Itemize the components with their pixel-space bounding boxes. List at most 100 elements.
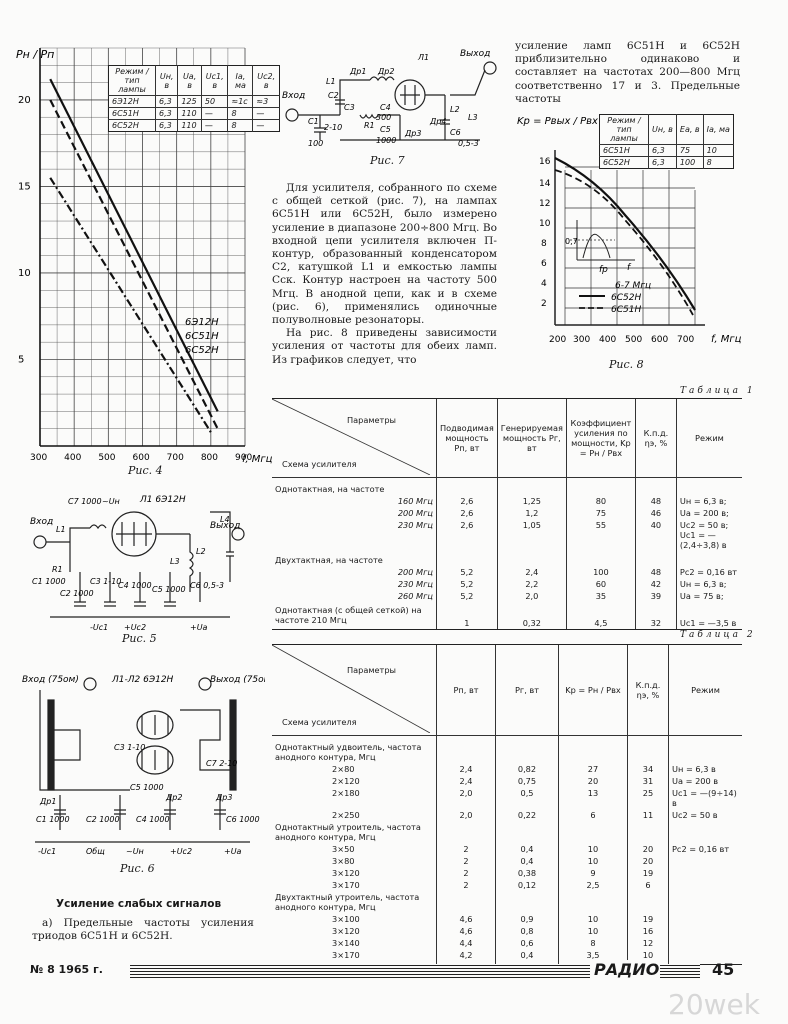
cell: 48 (634, 494, 677, 507)
fig6-label-uc2: +Uс2 (170, 847, 192, 855)
fig6-label-c3: C3 1-10 (114, 743, 145, 752)
cell: 3×100 (332, 913, 360, 924)
cell (675, 477, 742, 495)
cell (634, 550, 677, 566)
cell (627, 735, 669, 763)
fig7-label-dr2: Др2 (377, 67, 394, 76)
cell: ≈1с (227, 95, 253, 108)
table-1-title: Таблица 1 (680, 386, 756, 396)
cell: 13 (558, 786, 628, 809)
cell: — (200, 119, 228, 132)
cell (668, 936, 742, 949)
fig4-series-line-2 (49, 177, 212, 433)
fig4-ytick-label: 10 (18, 268, 31, 279)
footer-rule-left (130, 964, 640, 978)
fig6-label-input: Вход (75ом) (22, 675, 79, 685)
cell (668, 912, 742, 925)
cell: 5,2 (436, 565, 498, 578)
cell: Pс2 = 0,16 вт (675, 565, 742, 578)
footer-rule-right (660, 964, 700, 978)
fig7-label-c6: C6 (450, 128, 461, 137)
table2-h4: Режим (668, 645, 742, 736)
fig8-ytick-10: 10 (539, 219, 551, 229)
cell: 34 (627, 762, 669, 775)
cell: 0,4 (495, 948, 559, 964)
fig4-ytick-label: 5 (18, 354, 24, 365)
footer-magazine: РАДИО (590, 960, 664, 979)
cell: 100 (675, 156, 704, 169)
cell (436, 820, 496, 843)
cell (668, 854, 742, 867)
cell: 10 (558, 912, 628, 925)
table2-group-label: Двухтактный утроитель, частота анодного … (272, 890, 742, 913)
fig6-label-common: Общ (86, 847, 105, 855)
cell: 0,4 (495, 842, 559, 855)
fig8-xtick-200: 200 (549, 335, 566, 345)
fig5-label-c7: C7 1000 (68, 497, 102, 506)
cell: Однотактный удвоитель, частота анодного … (275, 741, 422, 762)
fig5-label-uc2: +Uс2 (124, 623, 146, 632)
heading-weak-signals: Усиление слабых сигналов (56, 898, 222, 910)
cell: 80 (565, 494, 636, 507)
cell: 2,6 (436, 494, 498, 507)
cell (558, 820, 628, 843)
cell: — (200, 107, 228, 120)
cell: Однотактная, на частоте (275, 483, 385, 494)
fig8-xtick-700: 700 (677, 335, 694, 345)
figure-7: Вход Выход Др1 Др2 Др3 Др4 Л1 L1 L2 L3 C… (280, 40, 505, 170)
fig7-label-l1tube: Л1 (417, 53, 429, 62)
fig7-label-dr1: Др1 (349, 67, 366, 76)
fig4-xtick-label: 400 (64, 453, 81, 463)
fig8-inset-fp: fp (599, 265, 608, 275)
cell: 230 Мгц (397, 578, 433, 589)
cell: 2,4 (436, 774, 496, 787)
cell (565, 550, 636, 566)
fig5-label-input: Вход (30, 517, 53, 527)
cell: 0,9 (495, 912, 559, 925)
fig8-chart: Kp = Pвых / Pвх f, Мгц 16 14 12 10 8 6 4… (517, 116, 742, 345)
fig4-caption: Рис. 4 (128, 464, 163, 477)
cell: 2,0 (436, 786, 496, 809)
cell: 0,8 (495, 924, 559, 937)
fig7-label-c5: C5 (380, 125, 391, 134)
fig7-label-coilL3: L3 (468, 113, 478, 122)
cell: 0,12 (495, 878, 559, 891)
fig7-label-v210: 2-10 (324, 123, 342, 132)
footer-issue: № 8 1965 г. (30, 963, 103, 976)
fig7-caption: Рис. 7 (370, 154, 405, 167)
cell: 110 (177, 107, 202, 120)
fig6-label-output: Выход (75ом) (210, 675, 265, 685)
cell: 50 (200, 95, 228, 108)
fig8-inset-band: 6-7 Мгц (615, 281, 651, 291)
cell: Однотактный утроитель, частота анодного … (275, 821, 421, 842)
footer: № 8 1965 г. РАДИО 45 (30, 960, 740, 982)
text-middle-column: Для усилителя, собранного по схеме с общ… (272, 182, 497, 367)
table-2-title: Таблица 2 (680, 630, 756, 640)
fig8-mini-h0: Режим / тип лампы (599, 114, 649, 145)
fig8-ytick-14: 14 (539, 179, 551, 189)
cell: 0,22 (495, 808, 559, 821)
cell: 10 (627, 948, 669, 964)
cell: 2×250 (332, 809, 360, 820)
cell: 1,2 (496, 506, 567, 519)
fig4-mini-h0: Режим / тип лампы (108, 65, 156, 96)
cell: 0,38 (495, 866, 559, 879)
fig5-label-c3: C3 1-10 (90, 577, 121, 586)
fig5-label-l1: L1 (56, 525, 66, 534)
fig4-legend-2: 6С52Н (185, 345, 219, 356)
diag-line (272, 645, 430, 733)
cell: Uс1 = —(9÷14) в (668, 786, 742, 809)
cell: 4,4 (436, 936, 496, 949)
fig4-ylabel: Pн / Pп (16, 48, 54, 61)
cell: 10 (558, 854, 628, 867)
cell: 8 (558, 936, 628, 949)
table1-diag-top: Параметры (346, 415, 396, 425)
table-1: Параметры Схема усилителя Подводимая мощ… (272, 398, 742, 630)
cell: — (252, 119, 280, 132)
cell: 6Э12Н (112, 97, 139, 106)
fig4-mini-h3: Uс1, в (200, 65, 228, 96)
cell: 3×170 (332, 879, 360, 890)
